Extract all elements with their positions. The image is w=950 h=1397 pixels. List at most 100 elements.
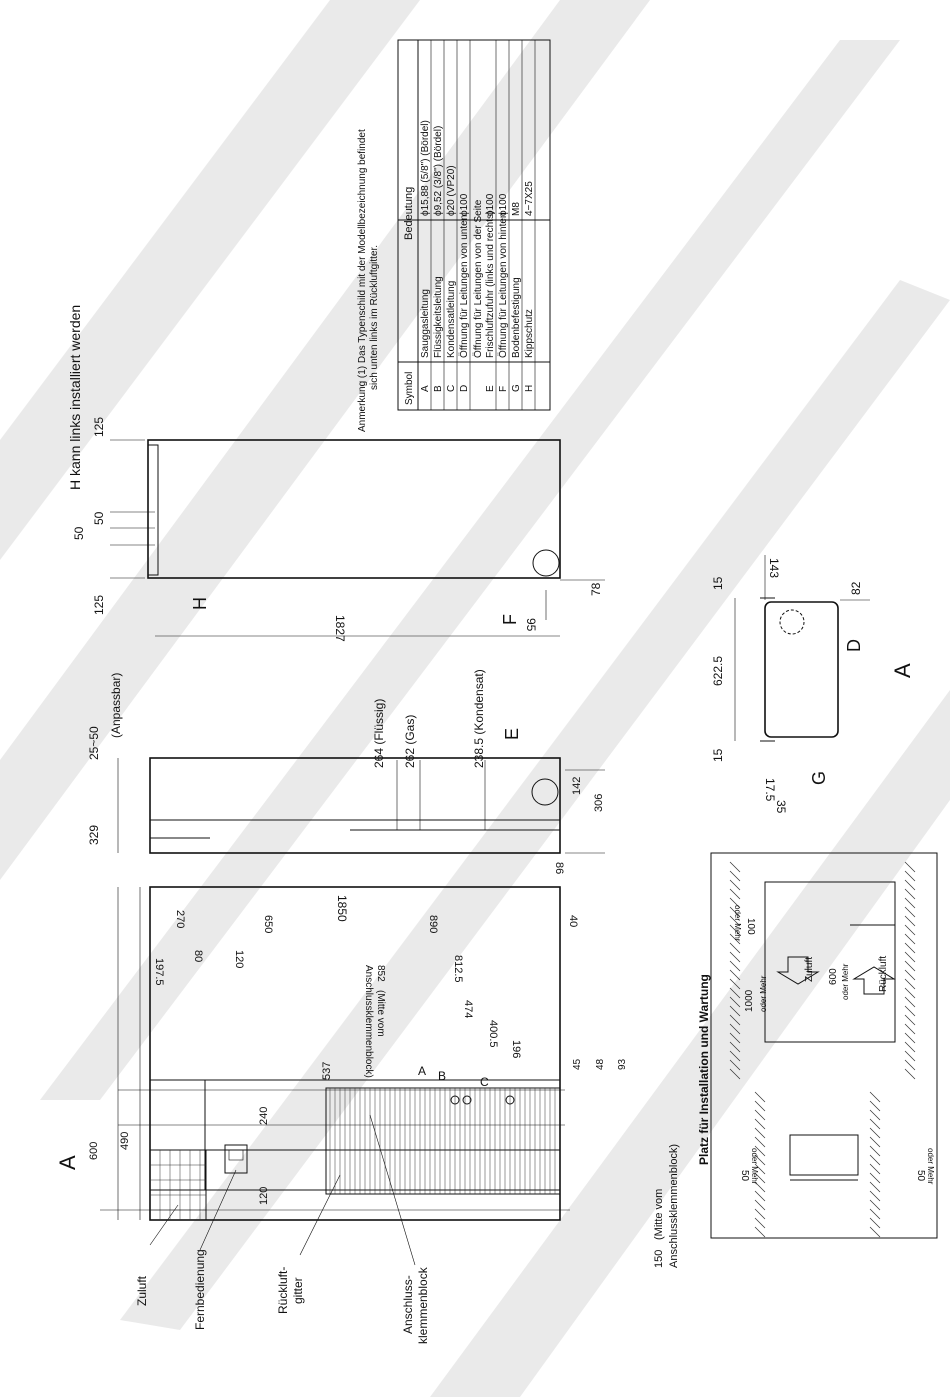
return-grille — [325, 1087, 561, 1195]
space-box-title: Platz für Installation und Wartung — [697, 974, 711, 1165]
bottom-note-2: Anschlussklemmenblock) — [668, 1144, 680, 1268]
dim-329: 329 — [87, 825, 101, 845]
table-spec: ϕ100 — [485, 193, 496, 216]
dim-400-5: 400.5 — [487, 1020, 499, 1048]
dim-142: 142 — [571, 777, 583, 795]
table-spec: M8 — [511, 202, 522, 216]
callout-rueckluftgitter-1: Rückluft- — [276, 1267, 290, 1314]
dim-306: 306 — [593, 794, 605, 812]
table-spec: 4−7X25 — [524, 181, 535, 216]
right-dim-oder-mehr-c: oder Mehr — [841, 963, 850, 1000]
note-h-kann-links: H kann links installiert werden — [67, 305, 83, 490]
table-spec: ϕ9,52 (3/8") (Bördel) — [433, 126, 444, 216]
label-d: D — [844, 639, 864, 652]
table-symbol: E — [485, 385, 496, 392]
front-outline — [149, 886, 561, 1221]
dim-80: 80 — [192, 950, 204, 962]
callout-rueckluftgitter-2: gitter — [291, 1277, 305, 1304]
installation-space-box: Platz für Installation und Wartung — [697, 852, 938, 1239]
dim-50-b: 50 — [92, 511, 106, 525]
label-h: H — [190, 597, 210, 610]
right-dim-100: 100 — [745, 918, 756, 935]
dim-490: 490 — [119, 1132, 131, 1150]
note-block: Anmerkung (1) Das Typenschild mit der Mo… — [357, 129, 380, 432]
front-view: A B C — [100, 886, 570, 1221]
callout-fernbedienung: Fernbedienung — [193, 1249, 207, 1330]
dim-93: 93 — [617, 1058, 628, 1070]
left-dim-oder-mehr-a: oder Mehr — [750, 1148, 759, 1185]
label-g: G — [809, 771, 829, 785]
dim-48: 48 — [595, 1058, 606, 1070]
table-meaning: Öffnung für Leitungen von unten — [458, 215, 470, 358]
table-symbol: D — [459, 385, 470, 392]
bottom-note-150: 150 — [653, 1250, 665, 1268]
table-symbol: C — [446, 385, 457, 392]
bottom-view-labels: 15 622.5 15 143 82 17.5 35 D G A — [711, 558, 915, 814]
table-spec: ϕ100 — [498, 193, 509, 216]
dim-812-5: 812.5 — [452, 955, 464, 983]
dim-78: 78 — [589, 582, 603, 596]
table-symbol: A — [420, 385, 431, 392]
table-meaning: Bodenbefestigung — [511, 277, 522, 358]
arrow-zuluft: Zuluft — [804, 957, 815, 982]
dim-86: 86 — [553, 862, 565, 874]
pipe-label-c: C — [480, 1075, 489, 1089]
table-meaning: Sauggasleitung — [420, 289, 431, 358]
bottom-outline — [764, 601, 839, 738]
opening-d — [779, 609, 805, 635]
back-view-labels: H kann links installiert werden 125 50 5… — [67, 305, 603, 642]
left-dim-50-b: 50 — [915, 1170, 926, 1182]
right-dim-oder-mehr-a: oder Mehr — [733, 905, 742, 942]
dim-270: 270 — [174, 910, 186, 928]
dim-15-bottom: 15 — [711, 748, 725, 762]
view-title-a: A — [890, 663, 915, 678]
dim-1827: 1827 — [333, 615, 347, 642]
remote-control — [224, 1144, 248, 1174]
table-meaning: Öffnung für Leitungen von hinten — [497, 213, 509, 358]
space-box-labels: 50 oder Mehr 50 oder Mehr 100 oder Mehr … — [733, 905, 935, 1185]
dim-264-fluessig: 264 (Flüssig) — [372, 699, 386, 768]
left-dim-50-a: 50 — [739, 1170, 750, 1182]
dim-45: 45 — [572, 1058, 583, 1070]
dim-196: 196 — [510, 1040, 522, 1058]
side-outline — [149, 757, 561, 854]
dim-650: 650 — [262, 915, 274, 933]
supply-grille — [150, 1150, 206, 1220]
dim-anpassbar: (Anpassbar) — [109, 673, 123, 738]
dim-537: 537 — [321, 1062, 333, 1080]
dim-50-a: 50 — [72, 526, 86, 540]
callout-klemmenblock-2: klemmenblock — [416, 1266, 430, 1344]
opening-f — [532, 549, 560, 577]
pipe-label-a: A — [418, 1064, 426, 1078]
dim-40: 40 — [567, 915, 579, 927]
bottom-view-a — [734, 555, 870, 742]
dim-82: 82 — [849, 581, 863, 595]
dim-17-5: 17.5 — [763, 778, 777, 802]
note-line-2: sich unten links im Rückluftgitter. — [369, 245, 380, 390]
dim-240: 240 — [258, 1107, 270, 1125]
dim-143: 143 — [767, 558, 781, 578]
callout-zuluft: Zuluft — [135, 1275, 149, 1306]
dim-622-5: 622.5 — [711, 656, 725, 686]
dim-197-5: 197.5 — [153, 958, 165, 986]
back-view — [110, 439, 605, 637]
table-symbol: B — [433, 385, 444, 392]
table-meaning: Öffnung für Leitungen von der Seite — [472, 199, 484, 358]
dim-852: 852 — [375, 965, 386, 982]
dim-1850: 1850 — [335, 895, 349, 922]
dim-238-5-kondensat: 238.5 (Kondensat) — [472, 669, 486, 768]
dim-262-gas: 262 (Gas) — [403, 715, 417, 768]
side-view-labels: 329 25~50 (Anpassbar) 264 (Flüssig) 262 … — [87, 669, 605, 874]
dim-890: 890 — [427, 915, 439, 933]
note-line-1: Anmerkung (1) Das Typenschild mit der Mo… — [357, 129, 368, 432]
dim-474: 474 — [462, 1000, 474, 1018]
dim-35: 35 — [774, 800, 788, 814]
side-view — [117, 757, 605, 854]
dim-120-top: 120 — [233, 950, 245, 968]
right-dim-1000: 1000 — [744, 989, 755, 1012]
table-meaning: Kondensatleitung — [446, 281, 457, 358]
dim-120: 120 — [258, 1187, 270, 1205]
dim-125-top: 125 — [92, 417, 106, 437]
callout-klemmenblock-1: Anschluss- — [401, 1275, 415, 1334]
